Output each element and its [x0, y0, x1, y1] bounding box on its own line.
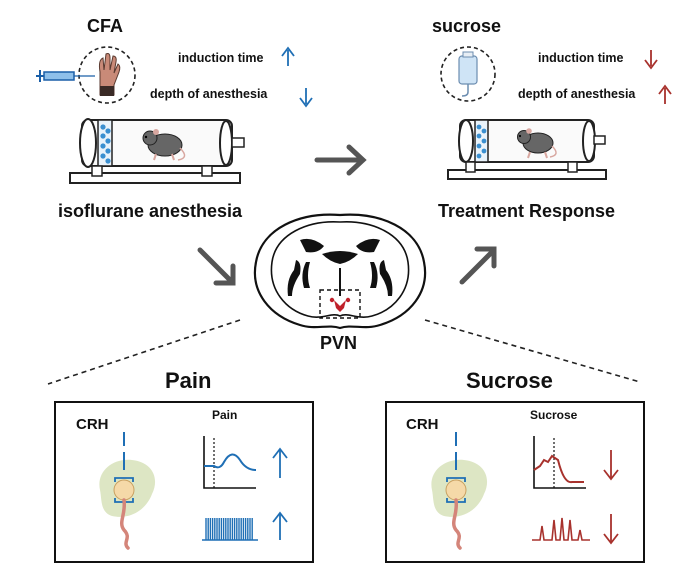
pain-arrow-up-1 — [272, 447, 288, 478]
mouse-icon — [142, 129, 186, 161]
neuron-icon — [99, 432, 156, 550]
paw-icon — [98, 53, 121, 96]
induction-time-down-arrow — [644, 50, 658, 70]
connector-right — [424, 319, 641, 383]
depth-down-arrow — [299, 88, 313, 108]
sucrose-group — [440, 46, 496, 102]
connector-left — [47, 319, 241, 385]
pain-trace-title: Pain — [212, 408, 238, 422]
pain-arrow-up-2 — [272, 511, 288, 540]
left-depth-label: depth of anesthesia — [150, 87, 268, 101]
right-depth-label: depth of anesthesia — [518, 87, 636, 101]
pain-heading: Pain — [165, 368, 212, 393]
right-induction-time-label: induction time — [538, 51, 624, 65]
sucrose-label: sucrose — [432, 16, 502, 36]
brain-slice-icon — [253, 213, 427, 330]
sucrose-trace-title: Sucrose — [530, 408, 578, 422]
flow-arrow-up-right — [459, 246, 497, 285]
sucrose-firing-trace — [532, 517, 590, 541]
sucrose-arrow-down-2 — [603, 514, 619, 545]
pain-firing-trace — [202, 518, 258, 541]
induction-time-up-arrow — [281, 46, 295, 66]
anesthesia-chamber-right — [447, 119, 607, 180]
isoflurane-caption: isoflurane anesthesia — [58, 201, 243, 221]
pain-fiber-photometry-trace — [203, 436, 257, 489]
depth-up-arrow — [658, 84, 672, 104]
syringe-icon — [36, 70, 95, 82]
flow-arrow-down-right — [197, 247, 236, 286]
cfa-injection-group — [36, 46, 136, 104]
sucrose-fiber-photometry-trace — [533, 436, 586, 489]
sucrose-bottle-icon — [458, 51, 478, 97]
pain-crh-label: CRH — [76, 416, 109, 433]
left-induction-time-label: induction time — [178, 51, 264, 65]
sucrose-heading: Sucrose — [466, 368, 553, 393]
sucrose-crh-label: CRH — [406, 416, 439, 433]
cfa-label: CFA — [87, 16, 123, 36]
treatment-response-caption: Treatment Response — [438, 201, 616, 221]
sucrose-arrow-down-1 — [603, 450, 619, 481]
flow-arrow-right — [314, 144, 367, 176]
anesthesia-chamber-left — [69, 118, 245, 184]
mouse-icon — [517, 128, 557, 159]
sucrose-panel — [385, 401, 645, 563]
pvn-label: PVN — [320, 333, 358, 353]
neuron-icon — [431, 432, 488, 550]
pain-panel — [54, 401, 314, 563]
